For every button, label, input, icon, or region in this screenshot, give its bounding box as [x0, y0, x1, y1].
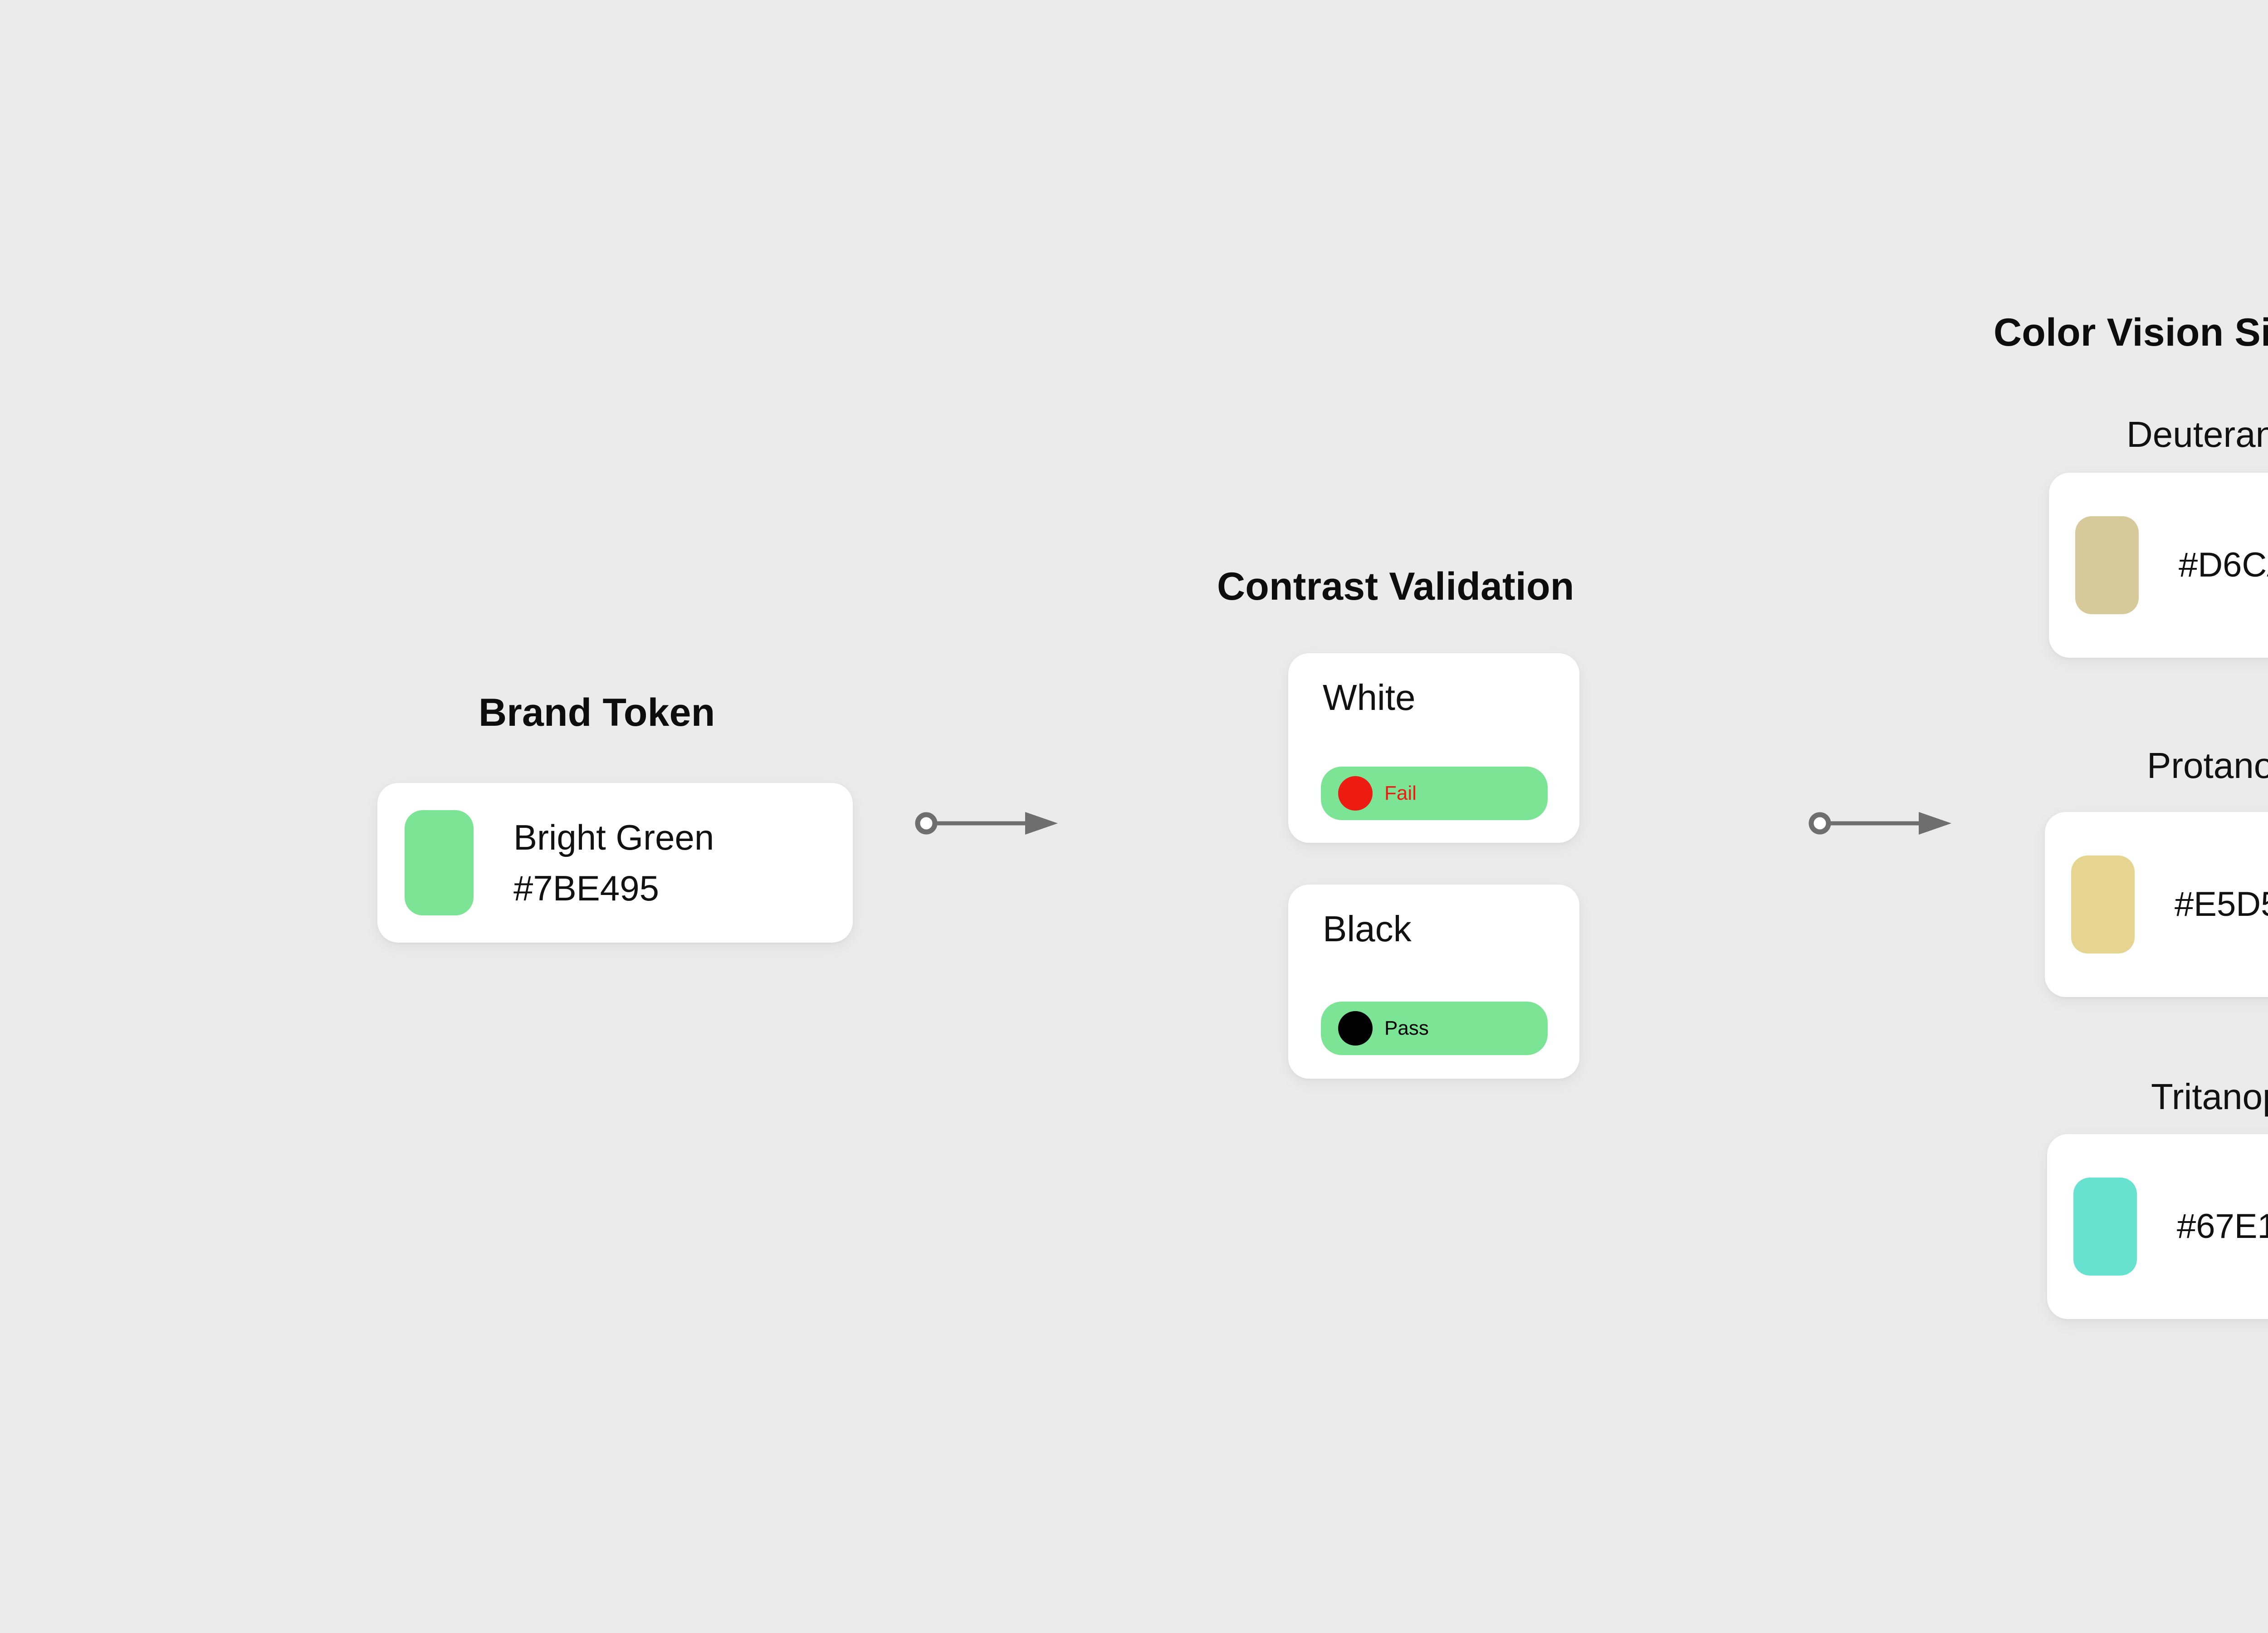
brand-token-name: Bright Green: [513, 817, 714, 857]
simulation-card-label-protanopia: Protanopia: [2147, 745, 2268, 786]
connector-start-dot: [1809, 812, 1831, 835]
simulation-swatch-deuteranopia: [2075, 516, 2139, 614]
simulation-card-label-deuteranopia: Deuteranopia: [2126, 414, 2268, 455]
connector-arrowhead: [1025, 812, 1058, 835]
simulation-hex-protanopia: #E5D590: [2175, 885, 2268, 924]
contrast-validation-section-title: Contrast Validation: [1217, 565, 1574, 608]
brand-token-section-title: Brand Token: [479, 691, 715, 734]
color-vision-simulation-section-title: Color Vision Simulation: [1994, 311, 2268, 354]
simulation-swatch-tritanopia: [2073, 1178, 2137, 1276]
simulation-swatch-protanopia: [2071, 856, 2135, 953]
simulation-card-protanopia[interactable]: #E5D590: [2045, 812, 2268, 997]
connector-arrowhead: [1919, 812, 1951, 835]
contrast-status-pill-black[interactable]: Pass: [1321, 1002, 1548, 1055]
connector-arrow-brand-to-contrast: [915, 812, 1058, 835]
connector-start-dot: [915, 812, 938, 835]
contrast-status-white: Fail: [1384, 782, 1417, 804]
simulation-hex-deuteranopia: #D6CA9A: [2179, 546, 2268, 584]
brand-token-hex: #7BE495: [513, 868, 659, 908]
contrast-card-white[interactable]: White Fail: [1288, 653, 1579, 843]
contrast-status-pill-white[interactable]: Fail: [1321, 767, 1548, 820]
brand-token-text-group: Bright Green #7BE495: [513, 820, 714, 906]
simulation-card-deuteranopia[interactable]: #D6CA9A: [2049, 473, 2268, 658]
brand-token-card[interactable]: Bright Green #7BE495: [377, 783, 853, 943]
simulation-card-tritanopia[interactable]: #67E1D0: [2047, 1134, 2268, 1319]
status-dot-fail-icon: [1338, 776, 1373, 811]
contrast-card-white-label: White: [1323, 677, 1416, 718]
contrast-status-black: Pass: [1384, 1017, 1429, 1039]
status-dot-pass-icon: [1338, 1011, 1373, 1046]
connector-arrow-contrast-to-simulation: [1809, 812, 1951, 835]
contrast-card-black-label: Black: [1323, 909, 1412, 949]
simulation-card-label-tritanopia: Tritanopia: [2151, 1076, 2268, 1117]
simulation-hex-tritanopia: #67E1D0: [2177, 1207, 2268, 1246]
brand-color-swatch: [405, 810, 474, 915]
contrast-card-black[interactable]: Black Pass: [1288, 885, 1579, 1079]
